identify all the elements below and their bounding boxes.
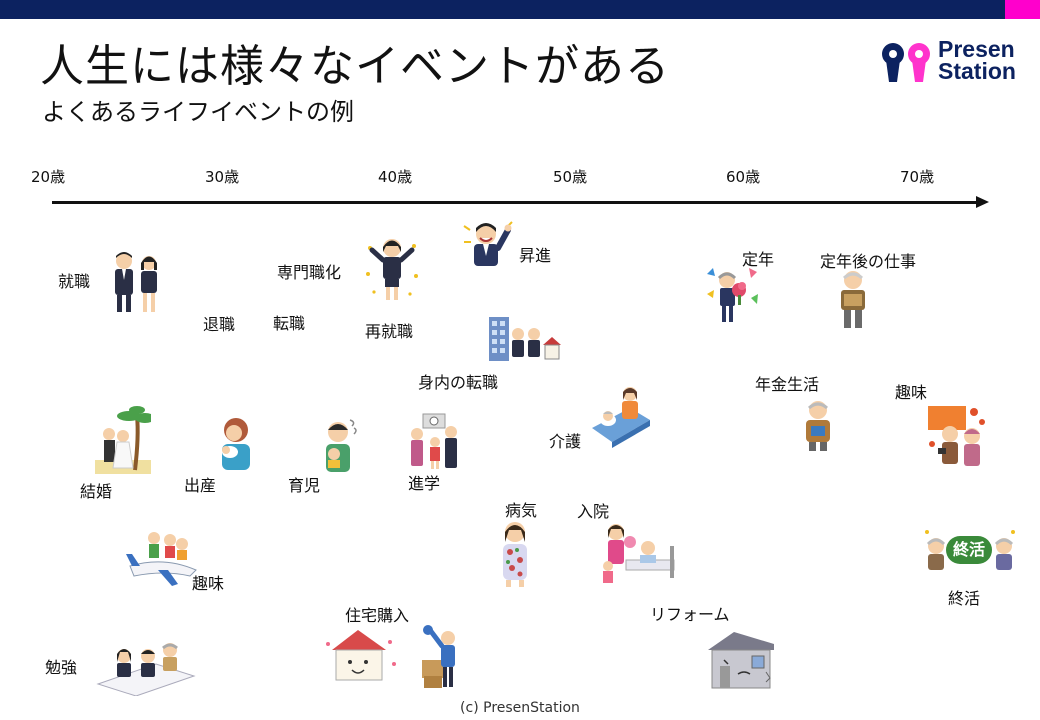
promotion-man-icon	[460, 216, 516, 272]
event-label-teinen: 定年	[742, 250, 775, 269]
sick-person-icon	[490, 520, 540, 588]
age-label-50: 50歳	[553, 168, 588, 186]
keyhole-logo-icon	[880, 42, 934, 84]
success-woman-icon	[364, 234, 420, 302]
logo-line-1: Presen	[938, 36, 1015, 62]
family-job-change-icon	[487, 315, 561, 361]
event-label-shukatsu: 終活	[948, 589, 981, 608]
event-label-miuchi: 身内の転職	[418, 373, 499, 392]
event-label-shoshin: 昇進	[519, 246, 552, 265]
top-bar	[0, 0, 1005, 19]
logo-line-2: Station	[938, 58, 1016, 84]
school-entrance-family-icon	[405, 412, 463, 470]
retirement-celebration-icon	[705, 264, 759, 324]
timeline-axis	[52, 201, 980, 204]
senior-worker-icon	[835, 268, 871, 330]
slide-title: 人生には様々なイベントがある	[40, 41, 670, 92]
senior-hobby-icon	[924, 404, 990, 472]
event-label-benkyo: 勉強	[45, 658, 78, 677]
house-purchase-icon	[324, 624, 464, 690]
event-label-tenshoku: 転職	[273, 314, 306, 333]
age-label-30: 30歳	[205, 168, 240, 186]
presenstation-logo: Presen Station	[880, 36, 1030, 86]
event-label-ikuji: 育児	[288, 476, 321, 495]
event-label-shumi-late: 趣味	[895, 383, 928, 402]
job-hunting-couple-icon	[104, 250, 166, 314]
childcare-parent-icon	[316, 416, 360, 474]
shukatsu-badge-text: 終活	[952, 540, 985, 559]
age-label-40: 40歳	[378, 168, 413, 186]
event-label-taishoku: 退職	[203, 315, 236, 334]
age-label-20: 20歳	[31, 168, 66, 186]
event-label-kaigo: 介護	[549, 432, 582, 451]
event-label-jutaku: 住宅購入	[345, 606, 410, 625]
age-label-70: 70歳	[900, 168, 935, 186]
copyright-footer: (c) PresenStation	[460, 700, 580, 716]
wedding-beach-icon	[95, 406, 151, 474]
travel-airplane-icon	[124, 526, 200, 590]
event-label-senmon: 専門職化	[277, 263, 342, 282]
old-house-reform-icon	[704, 628, 778, 692]
nursing-care-icon	[590, 384, 652, 450]
event-label-nenkin: 年金生活	[755, 375, 820, 394]
event-label-saishushoku: 再就職	[365, 322, 414, 341]
event-label-kekkon: 結婚	[80, 482, 113, 501]
slide-subtitle: よくあるライフイベントの例	[42, 98, 354, 126]
timeline-arrow-icon	[976, 196, 989, 208]
event-label-nyuin: 入院	[577, 502, 610, 521]
age-label-60: 60歳	[726, 168, 761, 186]
study-group-icon	[96, 636, 196, 696]
logo-text: Presen Station	[938, 36, 1016, 84]
event-label-byoki: 病気	[505, 501, 538, 520]
event-label-shumi-early: 趣味	[192, 574, 225, 593]
event-label-shingaku: 進学	[408, 474, 441, 493]
end-of-life-planning-icon: 終活	[924, 526, 1016, 574]
childbirth-mother-icon	[212, 414, 256, 472]
event-label-shushoku: 就職	[58, 272, 91, 291]
event-label-teinengo: 定年後の仕事	[820, 252, 917, 271]
event-label-shussan: 出産	[184, 476, 217, 495]
top-bar-accent	[1005, 0, 1040, 19]
event-label-reform: リフォーム	[650, 605, 730, 624]
hospitalization-icon	[596, 520, 676, 586]
pension-senior-icon	[800, 398, 836, 452]
